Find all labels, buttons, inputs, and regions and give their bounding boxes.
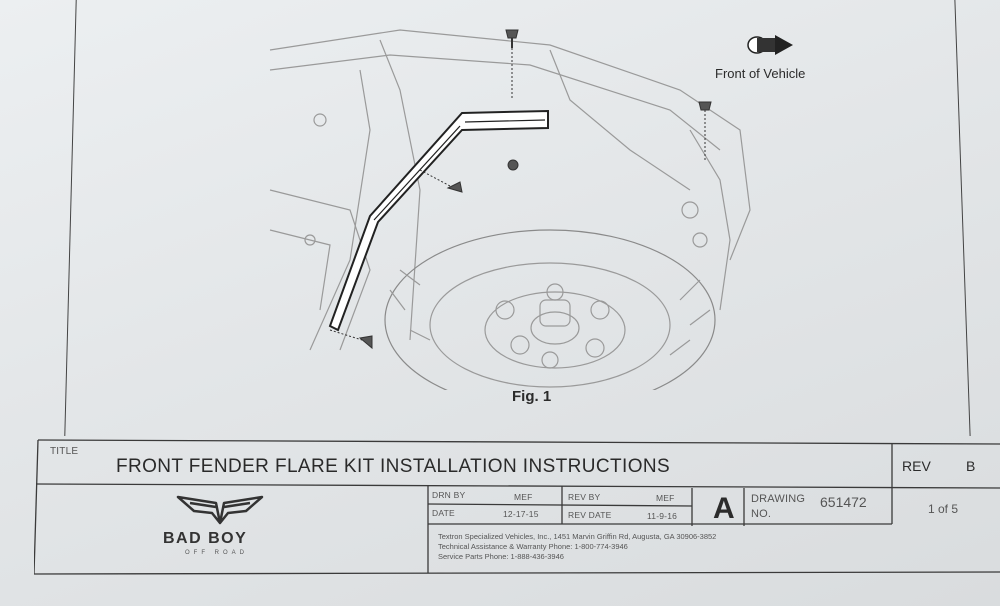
bad-boy-wings-logo <box>176 495 264 525</box>
rev-date-value: 11-9-16 <box>647 511 678 521</box>
document-title: FRONT FENDER FLARE KIT INSTALLATION INST… <box>116 456 671 477</box>
left-border <box>64 0 77 436</box>
rev-by-value: MEF <box>656 493 675 503</box>
service-parts-phone: Service Parts Phone: 1-888-436-3946 <box>438 552 564 561</box>
date-value: 12-17-15 <box>503 509 539 519</box>
rev-by-label: REV BY <box>568 492 601 502</box>
rev-date-label: REV DATE <box>568 510 612 520</box>
drn-by-label: DRN BY <box>432 490 466 500</box>
title-block-lines <box>34 439 1000 575</box>
drawing-size: A <box>713 492 735 525</box>
rev-label: REV <box>902 458 931 474</box>
drawing-no-label: NO. <box>751 508 772 520</box>
front-arrow-icon <box>747 35 793 55</box>
drawing-number: 651472 <box>820 494 867 510</box>
front-of-vehicle-label: Front of Vehicle <box>715 66 806 81</box>
logo-name: BAD BOY <box>163 530 248 547</box>
drn-by-value: MEF <box>514 492 533 502</box>
fender-flare-illustration <box>269 29 751 390</box>
title-label: TITLE <box>50 446 79 457</box>
rev-value: B <box>966 458 976 474</box>
company-address: Textron Specialized Vehicles, Inc., 1451… <box>438 532 717 541</box>
logo-subtitle: OFF ROAD <box>185 550 248 556</box>
drawing-label: DRAWING <box>751 493 806 505</box>
right-border <box>954 0 971 436</box>
date-label: DATE <box>432 508 455 518</box>
figure-caption: Fig. 1 <box>512 388 552 405</box>
technical-assistance-phone: Technical Assistance & Warranty Phone: 1… <box>438 542 628 551</box>
sheet-number: 1 of 5 <box>928 502 959 516</box>
